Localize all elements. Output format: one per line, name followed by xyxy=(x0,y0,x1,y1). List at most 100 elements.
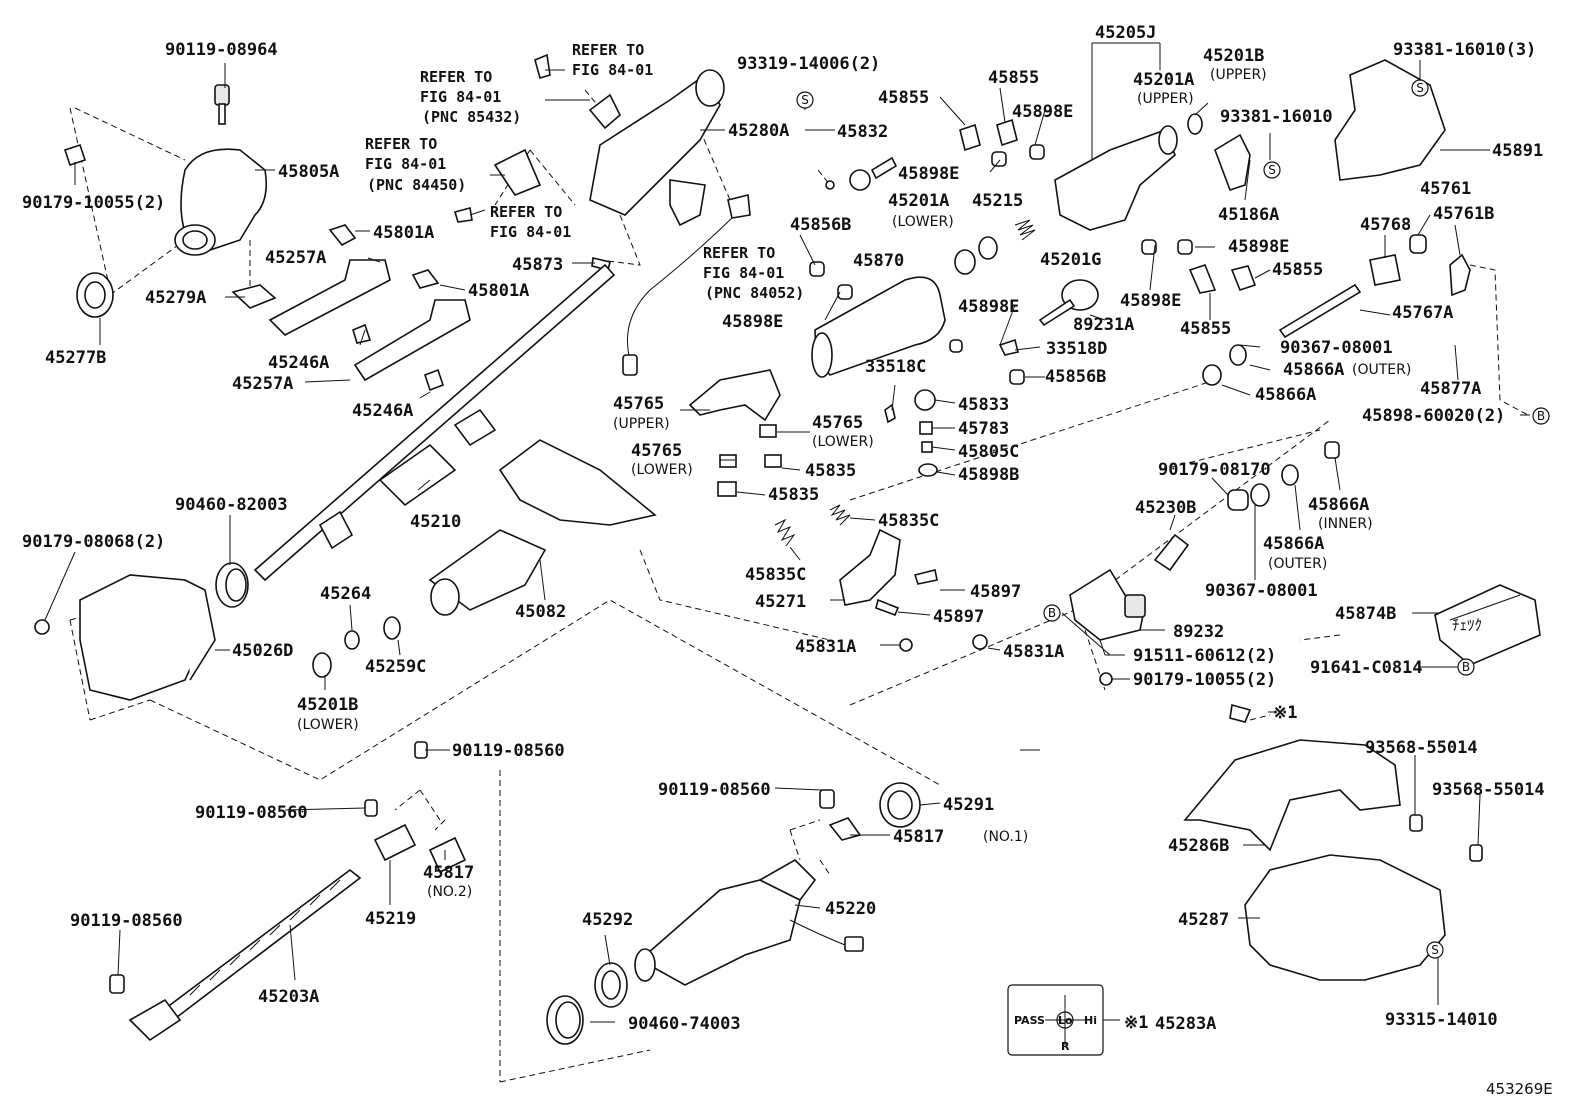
part-label: 45817 xyxy=(423,863,474,883)
part-label: 90119-08560 xyxy=(452,741,565,761)
part-label: 45768 xyxy=(1360,215,1411,235)
refer-note-2-line1: REFER TO xyxy=(420,68,492,86)
refer-note-5-line3: (PNC 84052) xyxy=(705,284,804,302)
part-label: 45287 xyxy=(1178,910,1229,930)
leader-lines xyxy=(44,42,1530,1023)
part-number-labels: 90119-08964 90179-10055(2) 45805A 45277B… xyxy=(22,23,1553,1098)
s-marker xyxy=(796,91,814,109)
b-marker xyxy=(1532,407,1550,425)
part-label: 89231A xyxy=(1073,315,1134,335)
part-label: 45201B xyxy=(1203,46,1264,66)
part-label: 93568-55014 xyxy=(1432,780,1545,800)
dimmer-switch-legend: PASS Lo Hi R xyxy=(1014,995,1097,1053)
part-label: 45898E xyxy=(958,297,1019,317)
s-marker-text: S xyxy=(1268,163,1276,177)
part-label: 45220 xyxy=(825,899,876,919)
part-label: 90179-08170 xyxy=(1158,460,1271,480)
part-shapes: ﾁｪﾂｸ xyxy=(34,53,1541,1056)
part-sublabel: (LOWER) xyxy=(812,434,874,450)
part-label: 45898-60020(2) xyxy=(1362,406,1505,426)
part-label: 90119-08560 xyxy=(658,780,771,800)
part-label: 45219 xyxy=(365,909,416,929)
part-label: 45186A xyxy=(1218,205,1279,225)
part-label: 45205J xyxy=(1095,23,1156,43)
part-label: 45835C xyxy=(878,511,939,531)
part-label: 90460-82003 xyxy=(175,495,288,515)
b-marker-text: B xyxy=(1462,660,1470,674)
part-label: 45855 xyxy=(1272,260,1323,280)
part-label: 33518C xyxy=(865,357,926,377)
part-label: 45805C xyxy=(958,442,1019,462)
part-label: 93319-14006(2) xyxy=(737,54,880,74)
part-label: 90179-10055(2) xyxy=(22,193,165,213)
part-label: 93568-55014 xyxy=(1365,738,1478,758)
part-label: 45898E xyxy=(1120,291,1181,311)
s-marker-text: S xyxy=(1431,943,1439,957)
part-label: 45833 xyxy=(958,395,1009,415)
refer-note-4-line1: REFER TO xyxy=(490,203,562,221)
part-label: 45801A xyxy=(468,281,529,301)
part-label: 45201G xyxy=(1040,250,1101,270)
part-label: 45201A xyxy=(1133,70,1194,90)
part-label: 90119-08964 xyxy=(165,40,278,60)
part-label: 90179-08068(2) xyxy=(22,532,165,552)
group-boundary-lines xyxy=(69,89,1529,1083)
refer-note-1-line2: FIG 84-01 xyxy=(572,61,653,79)
part-label: 90119-08560 xyxy=(70,911,183,931)
part-label: 45280A xyxy=(728,121,789,141)
b-marker-text: B xyxy=(1048,606,1056,620)
part-label: 45210 xyxy=(410,512,461,532)
refer-note-1-line1: REFER TO xyxy=(572,41,644,59)
part-label: 45230B xyxy=(1135,498,1196,518)
part-label: 45831A xyxy=(795,637,856,657)
part-label: 33518D xyxy=(1046,339,1107,359)
part-label: 45259C xyxy=(365,657,426,677)
part-sublabel: (OUTER) xyxy=(1352,362,1411,378)
part-label: 45897 xyxy=(970,582,1021,602)
hi-text: Hi xyxy=(1084,1014,1097,1027)
part-label: 45831A xyxy=(1003,642,1064,662)
b-marker-text: B xyxy=(1537,409,1545,423)
refer-note-3-line1: REFER TO xyxy=(365,135,437,153)
part-sublabel: (NO.1) xyxy=(983,829,1028,845)
part-label: 45877A xyxy=(1420,379,1481,399)
part-label: 45765 xyxy=(812,413,863,433)
part-label: 45082 xyxy=(515,602,566,622)
part-label: 45765 xyxy=(613,394,664,414)
part-label: 45767A xyxy=(1392,303,1453,323)
part-label: 90460-74003 xyxy=(628,1014,741,1034)
part-sublabel: (UPPER) xyxy=(1137,91,1194,107)
part-label: 45855 xyxy=(1180,319,1231,339)
part-label: 45898B xyxy=(958,465,1019,485)
part-label: 45817 xyxy=(893,827,944,847)
part-label: 45866A xyxy=(1283,360,1344,380)
s-marker-text: S xyxy=(1416,81,1424,95)
part-label: 45246A xyxy=(268,353,329,373)
part-label: 45855 xyxy=(988,68,1039,88)
part-label: 45855 xyxy=(878,88,929,108)
part-label: 45292 xyxy=(582,910,633,930)
part-sublabel: (LOWER) xyxy=(297,717,359,733)
refer-note-3-line2: FIG 84-01 xyxy=(365,155,446,173)
part-label: 45801A xyxy=(373,223,434,243)
part-label: 45765 xyxy=(631,441,682,461)
part-label: 45898E xyxy=(1012,102,1073,122)
part-label: 45866A xyxy=(1263,534,1324,554)
markers: S S S S B B B xyxy=(796,79,1550,959)
part-label: 45026D xyxy=(232,641,293,661)
part-sublabel: (UPPER) xyxy=(1210,67,1267,83)
part-label: 45866A xyxy=(1255,385,1316,405)
part-label: 45201B xyxy=(297,695,358,715)
part-label: 45761B xyxy=(1433,204,1494,224)
part-label: 45203A xyxy=(258,987,319,1007)
part-sublabel: (LOWER) xyxy=(892,214,954,230)
part-label: 45897 xyxy=(933,607,984,627)
refer-note-5-line1: REFER TO xyxy=(703,244,775,262)
pass-text: PASS xyxy=(1014,1014,1045,1027)
part-label: 45873 xyxy=(512,255,563,275)
refer-note-3-line3: (PNC 84450) xyxy=(367,176,466,194)
part-label: 45761 xyxy=(1420,179,1471,199)
part-label: 45215 xyxy=(972,191,1023,211)
part-label: 93381-16010 xyxy=(1220,107,1333,127)
